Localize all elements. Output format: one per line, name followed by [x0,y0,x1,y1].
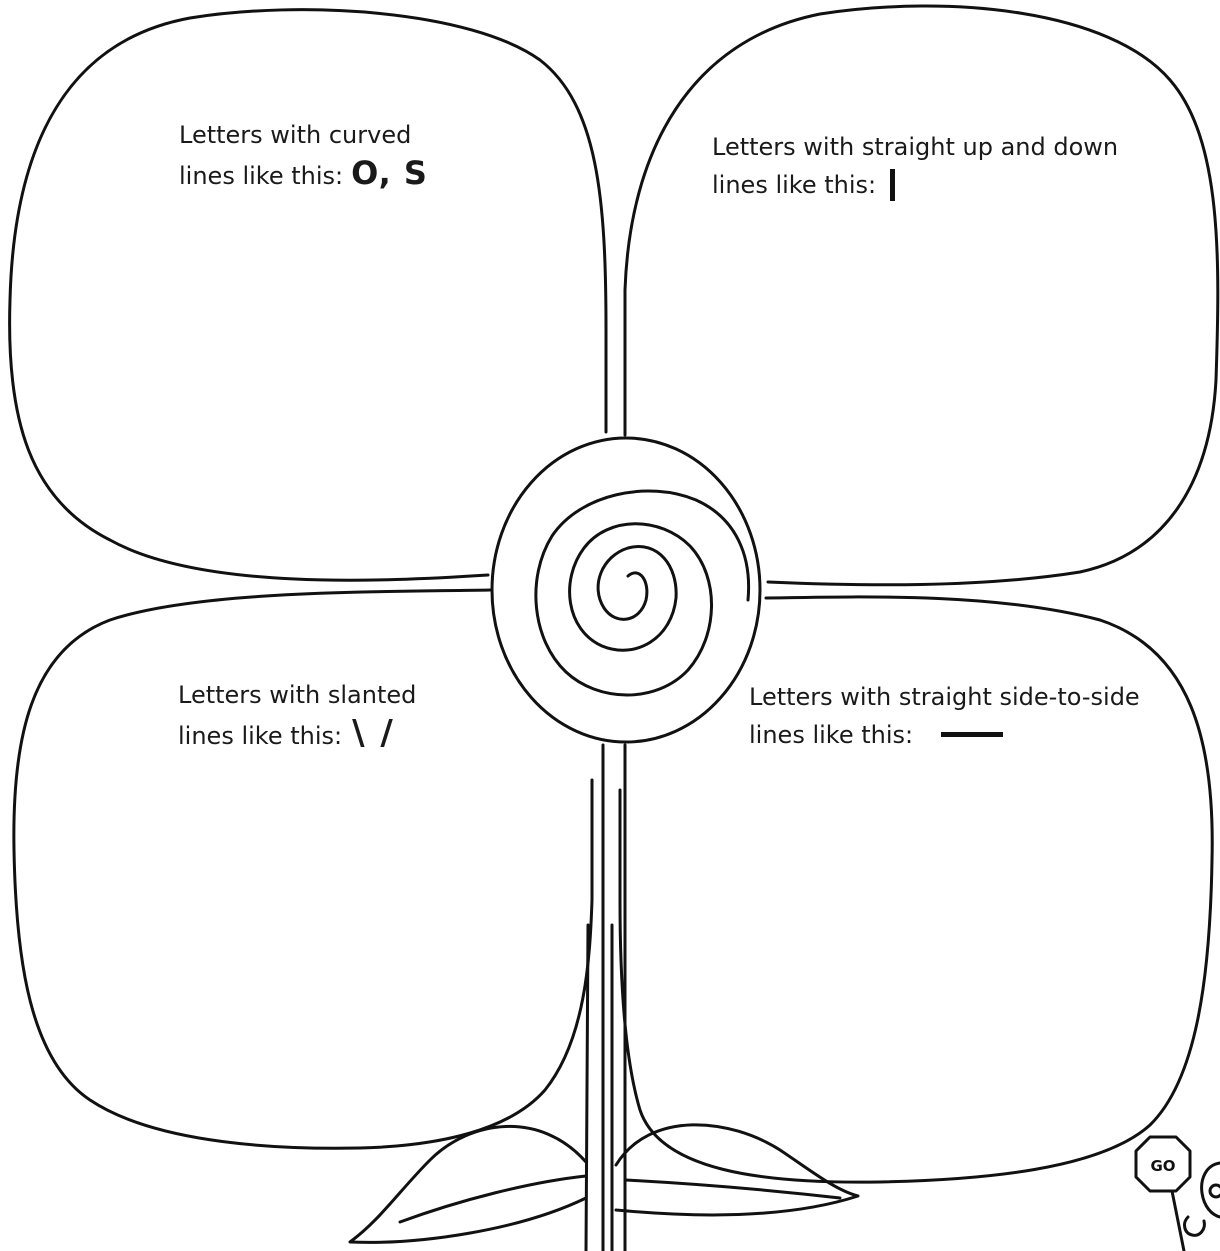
petal-bottom-left-line2: lines like this: [178,722,342,750]
leaf-left-vein [400,1176,586,1222]
leaf-left [350,1126,586,1242]
petal-bottom-left-label: Letters with slanted lines like this: \ / [178,676,416,755]
go-sign-clipart: GO [1132,1133,1220,1251]
petal-top-left-line1: Letters with curved [179,116,428,154]
vertical-bar-icon [890,169,895,201]
petal-top-right-line2-row: lines like this: [712,166,1118,204]
petal-top-right-label: Letters with straight up and down lines … [712,128,1118,204]
go-sign-post [1172,1191,1184,1251]
petal-top-right-line2: lines like this: [712,171,876,199]
go-sign-character-hand [1185,1217,1205,1235]
horizontal-bar-icon [941,732,1003,737]
curved-lines-example: O, S [351,154,428,192]
petal-bottom-left-line1: Letters with slanted [178,676,416,714]
go-sign-text: GO [1150,1157,1175,1175]
petal-bottom-right-line1: Letters with straight side-to-side [749,678,1140,716]
petal-bottom-right-label: Letters with straight side-to-side lines… [749,678,1140,754]
petal-top-left [10,10,606,581]
slanted-lines-example: \ / [352,713,395,753]
petal-bottom-left-line2-row: lines like this: \ / [178,714,416,755]
go-sign-character-eye [1210,1185,1220,1197]
petal-top-left-line2: lines like this: [179,162,343,190]
stem-lower [586,925,588,1251]
petal-bottom-left [14,590,592,1148]
petal-top-left-label: Letters with curved lines like this: O, S [179,116,428,195]
petal-top-right-line1: Letters with straight up and down [712,128,1118,166]
petal-bottom-right-line2-row: lines like this: [749,716,1140,754]
flower-center-spiral [536,491,749,695]
leaf-right-vein [625,1180,840,1198]
petal-top-right [625,6,1218,585]
leaf-right [616,1125,858,1215]
petal-top-left-line2-row: lines like this: O, S [179,154,428,195]
petal-bottom-right-line2: lines like this: [749,721,913,749]
